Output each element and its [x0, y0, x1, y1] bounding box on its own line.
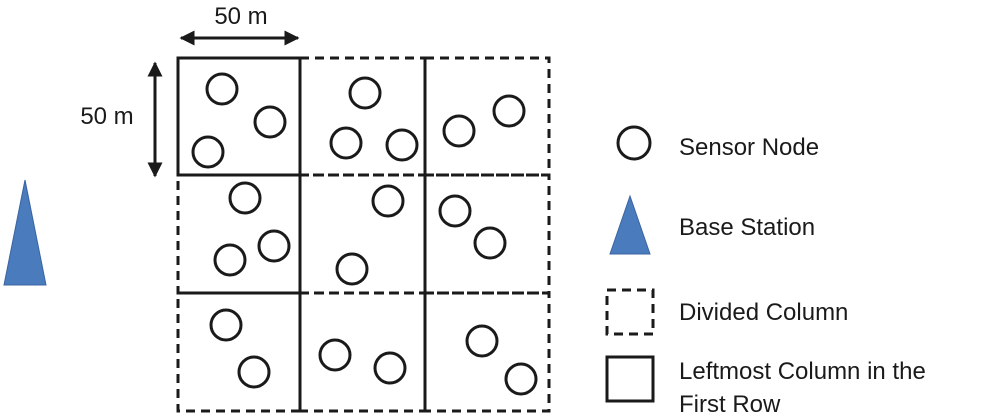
sensor-node: [371, 184, 405, 218]
legend-divided-column-label: Divided Column: [679, 299, 848, 326]
sensor-node: [253, 105, 287, 139]
base-station-icon: [3, 179, 47, 286]
legend: Sensor Node Base Station Divided Column …: [605, 125, 926, 418]
sensor-node: [385, 128, 419, 162]
sensor-node: [191, 135, 225, 169]
sensor-node: [465, 324, 499, 358]
sensor-node: [237, 355, 271, 389]
sensor-node: [492, 94, 526, 128]
legend-sensor-node-icon: [616, 125, 652, 161]
leftmost-column-first-row-cell: [176, 56, 302, 177]
legend-leftmost-column-label-line2: First Row: [679, 391, 781, 418]
legend-base-station-label: Base Station: [679, 214, 815, 241]
sensor-node: [329, 126, 363, 160]
sensor-nodes: [191, 72, 538, 396]
divided-column-cell: [298, 291, 427, 413]
divided-column-cell: [423, 56, 551, 177]
legend-leftmost-column-icon: [605, 355, 655, 403]
legend-divided-column-icon: [605, 288, 655, 336]
sensor-node: [205, 72, 239, 106]
sensor-node: [213, 243, 247, 277]
sensor-node: [209, 308, 243, 342]
legend-base-station-icon: [609, 194, 651, 255]
sensor-node: [318, 338, 352, 372]
sensor-node: [228, 181, 262, 215]
sensor-node: [504, 362, 538, 396]
sensor-node: [438, 194, 472, 228]
sensor-node: [257, 229, 291, 263]
sensor-node: [335, 252, 369, 286]
sensor-node: [442, 114, 476, 148]
legend-sensor-node-label: Sensor Node: [679, 134, 819, 161]
width-dimension-label: 50 m: [214, 3, 267, 30]
grid: [176, 56, 551, 413]
legend-leftmost-column-label-line1: Leftmost Column in the: [679, 358, 926, 385]
sensor-node: [373, 351, 407, 385]
sensor-node: [348, 76, 382, 110]
height-dimension-label: 50 m: [80, 103, 133, 130]
divided-column-cell: [176, 291, 302, 413]
sensor-node: [473, 226, 507, 260]
